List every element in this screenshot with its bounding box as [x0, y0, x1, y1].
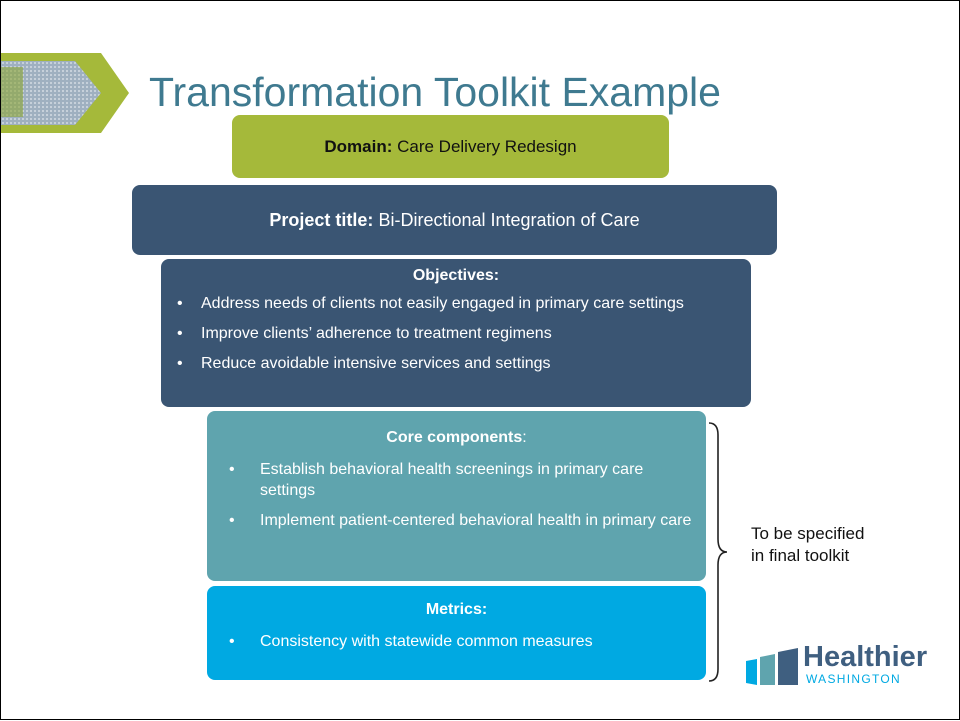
bullet-dot: • — [177, 325, 183, 342]
bullet-dot: • — [229, 633, 235, 650]
objective-text: Address needs of clients not easily enga… — [201, 295, 684, 312]
slide-title: Transformation Toolkit Example — [149, 69, 721, 115]
objective-item: • Improve clients’ adherence to treatment… — [177, 323, 737, 344]
toolkit-note: To be specified in final toolkit — [751, 523, 864, 567]
project-title-label: Project title: — [269, 210, 374, 230]
project-title-box: Project title: Bi-Directional Integratio… — [132, 185, 777, 255]
bullet-dot: • — [177, 355, 183, 372]
objectives-list: • Address needs of clients not easily eng… — [161, 293, 751, 374]
core-component-item: • Establish behavioral health screenings … — [229, 459, 692, 501]
toolkit-note-line-1: To be specified — [751, 524, 865, 543]
metrics-list: • Consistency with statewide common measu… — [207, 631, 706, 652]
logo-subtext: WASHINGTON — [806, 672, 902, 686]
logo-mark-icon — [746, 648, 798, 685]
toolkit-note-line-2: in final toolkit — [751, 546, 850, 565]
metric-text: Consistency with statewide common measur… — [260, 633, 593, 650]
core-component-text: Establish behavioral health screenings i… — [260, 461, 644, 499]
core-components-list: • Establish behavioral health screenings … — [207, 459, 706, 531]
objectives-heading: Objectives: — [412, 267, 500, 284]
project-title-value: Bi-Directional Integration of Care — [378, 210, 640, 230]
objectives-box: Objectives: • Address needs of clients no… — [161, 259, 751, 407]
core-component-item: • Implement patient-centered behavioral h… — [229, 510, 692, 531]
right-brace — [708, 422, 728, 682]
domain-label: Domain: — [324, 137, 393, 156]
domain-value: Care Delivery Redesign — [397, 137, 577, 156]
objective-item: • Reduce avoidable intensive services and… — [177, 353, 737, 374]
bullet-dot: • — [177, 295, 183, 312]
objective-text: Reduce avoidable intensive services and … — [201, 355, 551, 372]
metric-item: • Consistency with statewide common measu… — [229, 631, 706, 652]
metrics-box: Metrics: • Consistency with statewide com… — [207, 586, 706, 680]
domain-box: Domain: Care Delivery Redesign — [232, 115, 669, 178]
core-components-heading-colon: : — [522, 429, 527, 446]
objective-text: Improve clients’ adherence to treatment … — [201, 325, 552, 342]
core-components-heading: Core components: — [207, 411, 706, 447]
objective-item: • Address needs of clients not easily eng… — [177, 293, 737, 314]
bullet-dot: • — [229, 461, 235, 478]
bullet-dot: • — [229, 512, 235, 529]
core-components-box: Core components: • Establish behavioral h… — [207, 411, 706, 581]
decorative-arrow — [1, 53, 129, 133]
core-components-heading-text: Core components — [386, 429, 523, 446]
healthier-washington-logo: Healthier WASHINGTON — [746, 641, 931, 690]
core-component-text: Implement patient-centered behavioral he… — [260, 512, 692, 529]
logo-wordmark: Healthier — [803, 641, 928, 673]
metrics-heading: Metrics: — [425, 601, 488, 618]
